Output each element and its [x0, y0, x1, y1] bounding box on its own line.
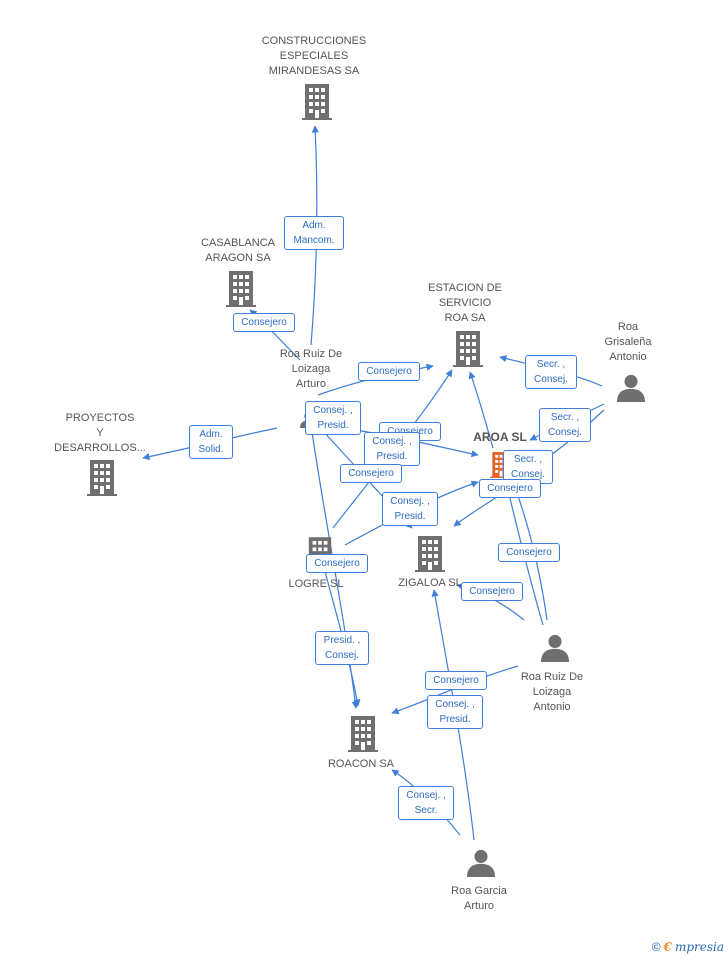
node-label-aroa[interactable]: AROA SL	[473, 430, 527, 444]
edge-label-presid-consej[interactable]: Presid. , Consej.	[315, 631, 369, 665]
building-icon	[453, 331, 483, 367]
node-label-roa-garcia[interactable]: Roa Garcia Arturo	[451, 885, 507, 912]
person-icon	[617, 374, 645, 402]
edge-label-secr-consej-estacion[interactable]: Secr. , Consej.	[525, 355, 577, 389]
building-icon	[302, 84, 332, 120]
node-label-zigaloa[interactable]: ZIGALOA SL	[398, 577, 462, 589]
node-label-logre[interactable]: LOGRE SL	[288, 578, 344, 590]
edge-label-consejero-casablanca[interactable]: Consejero	[233, 313, 295, 332]
edge-label-consej-presid-2[interactable]: Consej. , Presid.	[364, 432, 420, 466]
node-label-roa-ruiz-arturo[interactable]: Roa Ruiz De Loizaga Arturo	[279, 348, 343, 390]
building-icon	[348, 716, 378, 752]
edge-label-adm-solid[interactable]: Adm. Solid.	[189, 425, 233, 459]
edge-label-consej-secr[interactable]: Consej. , Secr.	[398, 786, 454, 820]
building-icon	[87, 460, 117, 496]
person-icon	[467, 849, 495, 877]
brand-name: mpresia	[674, 940, 724, 954]
person-icon	[541, 634, 569, 662]
edge-label-adm-mancom[interactable]: Adm. Mancom.	[284, 216, 344, 250]
node-label-roacon[interactable]: ROACON SA	[327, 758, 394, 770]
edge-aroa-zigaloa	[453, 494, 501, 527]
edge-label-consejero-zigaloa-2[interactable]: Consejero	[461, 582, 523, 601]
edge-label-secr-consej-aroa-1[interactable]: Secr. , Consej.	[539, 408, 591, 442]
edge-label-consejero-zigaloa-1[interactable]: Consejero	[498, 543, 560, 562]
edge-label-consej-presid-1[interactable]: Consej. , Presid.	[305, 401, 361, 435]
edge-label-consej-presid-3[interactable]: Consej. , Presid.	[382, 492, 438, 526]
edge-label-consejero-mid[interactable]: Consejero	[340, 464, 402, 483]
node-label-construcciones[interactable]: CONSTRUCCIONES ESPECIALES MIRANDESAS SA	[261, 35, 367, 77]
edge-label-consejero-roacon[interactable]: Consejero	[425, 671, 487, 690]
edge-label-consejero-aroa-2[interactable]: Consejero	[479, 479, 541, 498]
edge-label-secr-consej-aroa-2[interactable]: Secr. , Consej.	[503, 450, 553, 484]
node-label-roa-ruiz-antonio[interactable]: Roa Ruiz De Loizaga Antonio	[520, 671, 584, 713]
edge-aroa-estacion	[468, 371, 494, 449]
copyright-icon: ©	[651, 940, 661, 954]
brand-logo: © €mpresia	[652, 940, 724, 954]
node-label-roa-grisalena[interactable]: Roa Grisaleña Antonio	[604, 321, 652, 363]
node-label-estacion[interactable]: ESTACION DE SERVICIO ROA SA	[428, 282, 502, 324]
edge-label-consejero-logre[interactable]: Consejero	[306, 554, 368, 573]
building-icon	[226, 271, 256, 307]
node-label-proyectos[interactable]: PROYECTOS Y DESARROLLOS...	[54, 412, 146, 454]
edge-label-consejero-estacion[interactable]: Consejero	[358, 362, 420, 381]
building-icon	[415, 536, 445, 572]
brand-e-icon: €	[663, 940, 672, 954]
node-label-casablanca[interactable]: CASABLANCA ARAGON SA	[201, 237, 275, 264]
edge-label-consej-presid-4[interactable]: Consej. , Presid.	[427, 695, 483, 729]
